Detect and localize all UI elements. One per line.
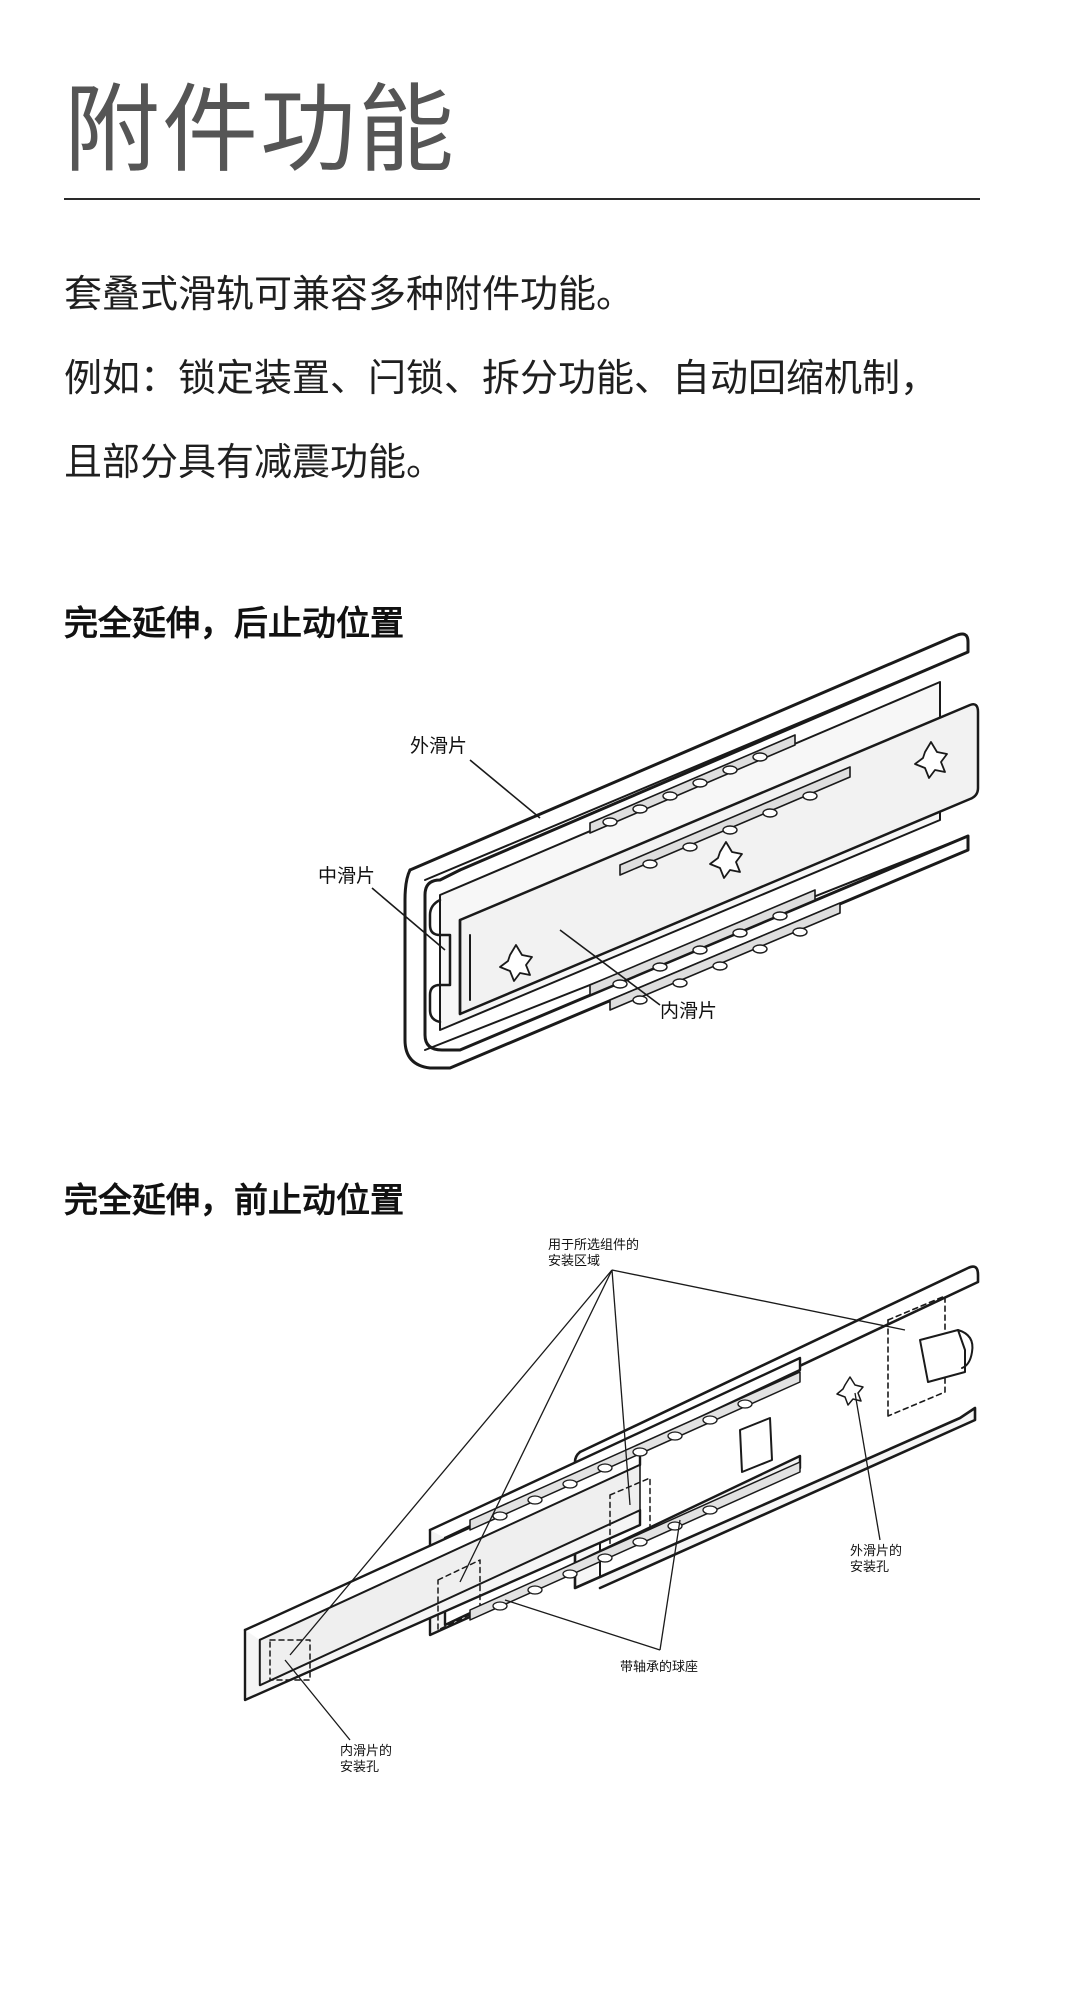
intro-line-1: 套叠式滑轨可兼容多种附件功能。 [64, 272, 635, 316]
label-outer-hole-line2: 安装孔 [850, 1560, 889, 1575]
section-heading-rear-stop: 完全延伸，后止动位置 [64, 604, 404, 644]
slide-rail-rear-stop-illustration: 外滑片 中滑片 内滑片 [318, 632, 980, 1070]
slide-rail-front-stop-illustration: 用于所选组件的 安装区域 外滑片的 安装孔 带轴承的球座 内滑片的 安装孔 [243, 1237, 980, 1775]
label-inner-hole-line1: 内滑片的 [340, 1743, 392, 1759]
section-heading-front-stop: 完全延伸，前止动位置 [64, 1181, 404, 1221]
intro-line-2: 例如：锁定装置、闩锁、拆分功能、自动回缩机制， [64, 356, 939, 400]
label-inner-slide: 内滑片 [660, 1000, 717, 1022]
label-mounting-area-line2: 安装区域 [548, 1254, 600, 1269]
intro-line-3: 且部分具有减震功能。 [64, 440, 445, 484]
label-inner-hole-line2: 安装孔 [340, 1760, 379, 1775]
title-divider [64, 198, 980, 200]
page-title: 附件功能 [64, 74, 456, 186]
label-outer-hole-line1: 外滑片的 [850, 1543, 902, 1559]
label-outer-slide: 外滑片 [410, 735, 467, 757]
label-ball-cage: 带轴承的球座 [620, 1659, 698, 1675]
intro-text: 套叠式滑轨可兼容多种附件功能。 例如：锁定装置、闩锁、拆分功能、自动回缩机制， … [64, 252, 1014, 504]
label-mounting-area-line1: 用于所选组件的 [548, 1237, 639, 1253]
label-middle-slide: 中滑片 [318, 865, 375, 887]
